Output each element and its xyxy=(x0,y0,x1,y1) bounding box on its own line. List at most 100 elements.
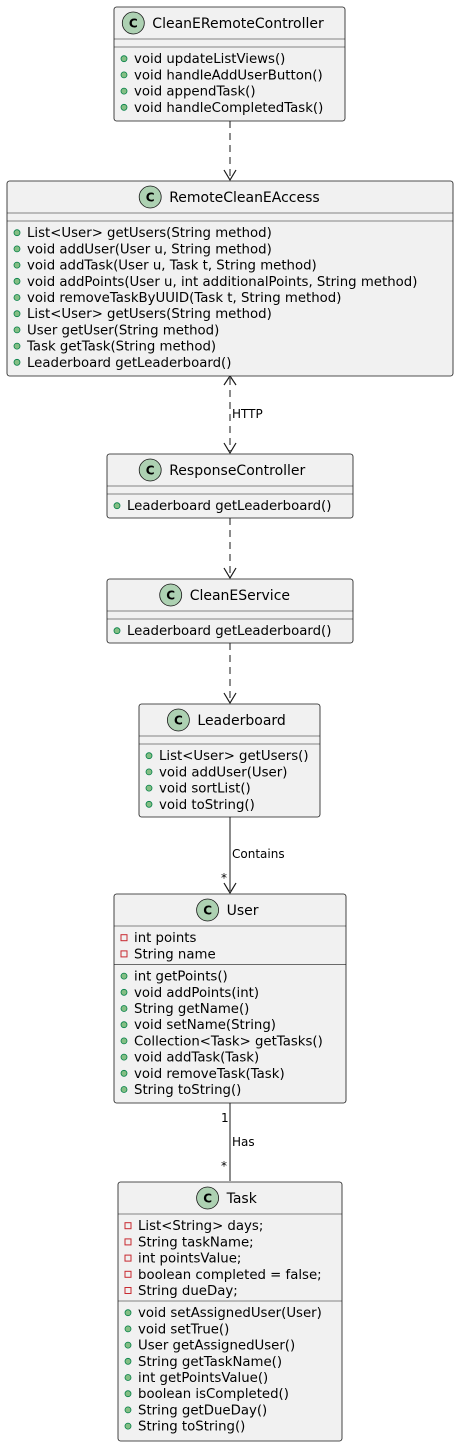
public-visibility-icon xyxy=(145,752,153,760)
relation-service-to-leaderboard xyxy=(223,643,237,705)
class-method: void setName(String) xyxy=(134,1018,276,1033)
public-visibility-icon xyxy=(120,972,128,980)
public-visibility-icon xyxy=(120,71,128,79)
public-visibility-icon xyxy=(120,1069,128,1077)
relation-label-contains: Contains xyxy=(232,847,285,861)
public-visibility-icon xyxy=(120,1021,128,1029)
public-visibility-icon xyxy=(124,1390,132,1398)
class-field: String taskName; xyxy=(138,1235,254,1250)
class-method: void appendTask() xyxy=(134,85,256,100)
relation-access-to-response: HTTP xyxy=(223,374,263,455)
class-method: User getAssignedUser() xyxy=(138,1339,295,1354)
public-visibility-icon xyxy=(13,294,21,301)
class-box xyxy=(6,180,454,377)
class-field: int points xyxy=(134,931,196,946)
public-visibility-icon xyxy=(124,1325,132,1333)
public-visibility-icon xyxy=(120,55,128,63)
class-box xyxy=(113,6,346,122)
class-method: void handleCompletedTask() xyxy=(134,101,323,116)
public-visibility-icon xyxy=(113,627,121,635)
class-method: String toString() xyxy=(134,1083,241,1098)
class-stereotype-letter: C xyxy=(203,1192,212,1206)
relations: HTTP Contains * 1 Has * xyxy=(221,121,285,1181)
class-method: List<User> getUsers(String method) xyxy=(27,226,272,241)
class-method: boolean isCompleted() xyxy=(138,1387,289,1402)
private-visibility-icon xyxy=(124,1222,132,1230)
public-visibility-icon xyxy=(124,1406,132,1414)
public-visibility-icon xyxy=(124,1341,132,1349)
private-visibility-icon xyxy=(120,950,128,958)
public-visibility-icon xyxy=(13,245,21,253)
public-visibility-icon xyxy=(120,103,128,111)
public-visibility-icon xyxy=(120,1037,128,1045)
class-name: Task xyxy=(226,1191,258,1207)
relation-user-to-task: 1 Has * xyxy=(221,1103,255,1181)
public-visibility-icon xyxy=(13,261,21,269)
class-name: Leaderboard xyxy=(197,713,285,729)
class-method: String getTaskName() xyxy=(138,1355,282,1370)
public-visibility-icon xyxy=(120,988,128,996)
class-method: Collection<Task> getTasks() xyxy=(134,1034,323,1049)
class-box xyxy=(113,893,347,1104)
public-visibility-icon xyxy=(120,1086,128,1093)
class-method: int getPoints() xyxy=(134,970,228,985)
class-field: List<String> days; xyxy=(138,1219,263,1234)
public-visibility-icon xyxy=(124,1422,132,1430)
class-stereotype-icon xyxy=(166,708,190,732)
class-name: CleanERemoteController xyxy=(152,16,324,32)
public-visibility-icon xyxy=(145,768,153,776)
private-visibility-icon xyxy=(124,1254,132,1262)
class-method: void toString() xyxy=(159,798,255,813)
class-stereotype-letter: C xyxy=(146,464,155,478)
private-visibility-icon xyxy=(124,1270,132,1278)
class-field: int pointsValue; xyxy=(138,1252,241,1267)
public-visibility-icon xyxy=(124,1309,132,1317)
class-method: void addPoints(User u, int additionalPoi… xyxy=(27,275,417,290)
public-visibility-icon xyxy=(120,87,128,95)
class-method: void sortList() xyxy=(159,782,251,797)
class-method: void addUser(User) xyxy=(159,765,287,780)
class-field: String name xyxy=(134,947,216,962)
class-stereotype-icon xyxy=(138,185,162,209)
class-stereotype-icon xyxy=(196,1186,220,1210)
class-name: CleanEService xyxy=(190,588,290,604)
class-method: void addTask(User u, Task t, String meth… xyxy=(27,259,317,274)
public-visibility-icon xyxy=(113,502,121,510)
public-visibility-icon xyxy=(13,310,21,318)
class-stereotype-icon xyxy=(196,898,220,922)
public-visibility-icon xyxy=(13,277,21,285)
public-visibility-icon xyxy=(13,229,21,237)
class-field: String dueDay; xyxy=(138,1284,238,1299)
class-stereotype-icon xyxy=(159,583,183,607)
class-method: void removeTaskByUUID(Task t, String met… xyxy=(27,291,341,306)
class-method: User getUser(String method) xyxy=(27,323,219,338)
class-method: void handleAddUserButton() xyxy=(134,68,323,83)
public-visibility-icon xyxy=(124,1374,132,1381)
relation-response-to-service xyxy=(223,518,237,580)
multiplicity-label: 1 xyxy=(221,1111,229,1125)
class-method: void setAssignedUser(User) xyxy=(138,1306,322,1321)
public-visibility-icon xyxy=(13,358,21,366)
class-method: List<User> getUsers() xyxy=(159,749,309,764)
class-field: boolean completed = false; xyxy=(138,1268,322,1283)
class-method: void addUser(User u, String method) xyxy=(27,242,272,257)
private-visibility-icon xyxy=(120,934,128,942)
private-visibility-icon xyxy=(124,1287,132,1294)
public-visibility-icon xyxy=(120,1053,128,1061)
public-visibility-icon xyxy=(145,784,153,792)
relation-label-http: HTTP xyxy=(232,407,263,421)
private-visibility-icon xyxy=(124,1238,132,1246)
class-method: String getName() xyxy=(134,1002,249,1017)
class-stereotype-letter: C xyxy=(146,191,155,205)
class-stereotype-letter: C xyxy=(129,17,138,31)
class-method: Leaderboard getLeaderboard() xyxy=(27,356,231,371)
class-stereotype-letter: C xyxy=(174,714,183,728)
class-stereotype-icon xyxy=(121,11,145,35)
class-stereotype-icon xyxy=(138,458,162,482)
